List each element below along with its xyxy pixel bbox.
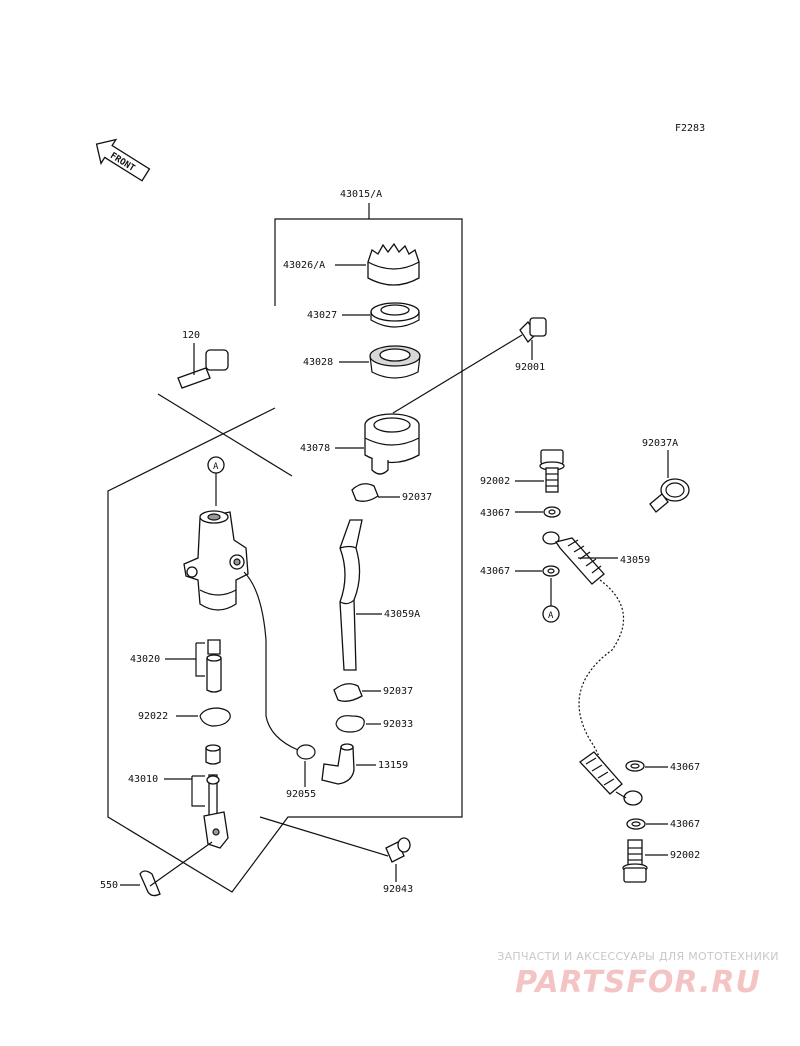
- reservoir: 43078: [300, 413, 420, 475]
- piston-kit-43020: 43020: [130, 639, 222, 693]
- label-550: 550: [100, 880, 118, 891]
- assembly-bracket: 43015/A: [107, 189, 463, 893]
- ref-marker-a-right-label: A: [548, 611, 554, 621]
- gasket-4: 43067: [626, 818, 700, 830]
- ref-marker-a-right: A: [542, 578, 560, 623]
- label-43067-4: 43067: [670, 819, 700, 830]
- banjo-bolt-bottom: 92002: [622, 839, 700, 883]
- label-43028: 43028: [303, 357, 333, 368]
- label-43067-3: 43067: [670, 762, 700, 773]
- label-92037-bottom: 92037: [383, 686, 413, 697]
- label-92002-bottom: 92002: [670, 850, 700, 861]
- label-13159: 13159: [378, 760, 408, 771]
- cotter-pin-550: 550: [100, 841, 213, 897]
- label-43015a: 43015/A: [340, 189, 382, 200]
- rod-circlip: 92022: [138, 707, 231, 727]
- front-arrow-icon: FRONT: [95, 138, 151, 182]
- diaphragm: 43028: [303, 345, 421, 379]
- gasket-3: 43067: [625, 760, 700, 773]
- label-92002-top: 92002: [480, 476, 510, 487]
- label-92037a: 92037A: [642, 438, 678, 449]
- hose-clamp-top: 92037: [351, 483, 432, 503]
- label-43027: 43027: [307, 310, 337, 321]
- hose-clamp-92037a: 92037A: [642, 438, 690, 513]
- label-43078: 43078: [300, 443, 330, 454]
- label-43059: 43059: [620, 555, 650, 566]
- label-43059a: 43059A: [384, 609, 420, 620]
- label-43067-1: 43067: [480, 508, 510, 519]
- label-92022: 92022: [138, 711, 168, 722]
- master-cylinder-body: [183, 510, 299, 751]
- hose-clamp-bottom: 92037: [333, 683, 413, 702]
- label-92043: 92043: [383, 884, 413, 895]
- ref-marker-a-top: A: [207, 456, 225, 506]
- label-43067-2: 43067: [480, 566, 510, 577]
- reservoir-bolt: 92001: [392, 317, 547, 414]
- label-43020: 43020: [130, 654, 160, 665]
- label-120: 120: [182, 330, 200, 341]
- label-92037-top: 92037: [402, 492, 432, 503]
- gasket-1: 43067: [480, 506, 561, 519]
- o-ring: 92055: [286, 744, 316, 800]
- label-43026a: 43026/A: [283, 260, 325, 271]
- label-92001: 92001: [515, 362, 545, 373]
- label-92033: 92033: [383, 719, 413, 730]
- banjo-bolt-top: 92002: [480, 449, 565, 493]
- gasket-2: 43067: [480, 565, 560, 577]
- reservoir-plate: 43027: [307, 302, 420, 328]
- hose-elbow: 13159: [321, 743, 408, 785]
- push-rod-kit-43010: 43010: [128, 744, 229, 849]
- label-43010: 43010: [128, 774, 158, 785]
- watermark-tagline: ЗАПЧАСТИ И АКСЕССУАРЫ ДЛЯ МОТОТЕХНИКИ: [497, 950, 779, 963]
- brake-hose: 43059: [542, 531, 650, 806]
- clevis-pin-92043: 92043: [259, 816, 413, 895]
- label-92055: 92055: [286, 789, 316, 800]
- ref-marker-a-top-label: A: [213, 462, 219, 472]
- reservoir-hose: 43059A: [339, 519, 420, 671]
- mounting-bolt-120: 120: [157, 330, 293, 477]
- reservoir-cap: 43026/A: [283, 242, 420, 286]
- hose-circlip: 92033: [335, 715, 413, 733]
- figure-code: F2283: [675, 123, 705, 134]
- watermark-logo: PARTSFOR.RU: [515, 965, 761, 1000]
